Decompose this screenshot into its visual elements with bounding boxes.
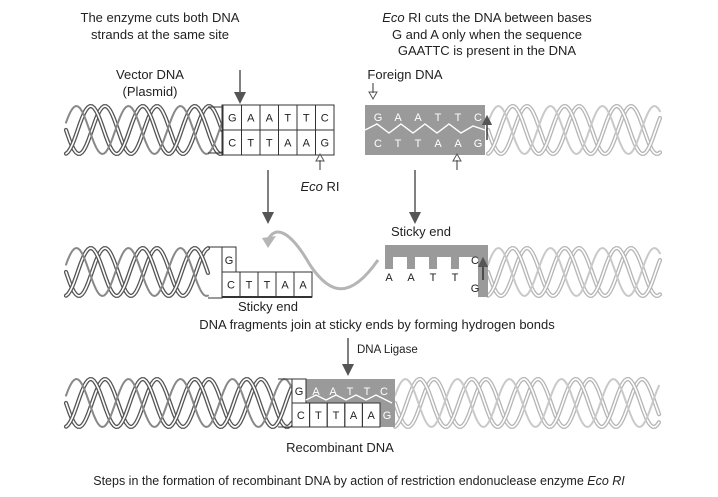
ecori-cuts-text-line2: G and A only when the sequence bbox=[392, 27, 582, 42]
foreign-dna-helix bbox=[485, 103, 663, 157]
base-letter: C bbox=[228, 138, 236, 150]
base-letter: C bbox=[321, 113, 329, 125]
join-description: DNA fragments join at sticky ends by for… bbox=[199, 317, 555, 332]
base-letter: T bbox=[364, 386, 371, 398]
base-letter: C bbox=[227, 280, 235, 292]
base-letter: T bbox=[435, 112, 442, 124]
base-letter: C bbox=[474, 112, 482, 124]
ecori-cut-arrow bbox=[315, 152, 325, 170]
ecori-cuts-text-line3: GAATTC is present in the DNA bbox=[398, 43, 577, 58]
join-curve-arrow bbox=[266, 230, 380, 291]
join-curve-arrowhead bbox=[262, 236, 276, 248]
sticky-end-left-label: Sticky end bbox=[238, 299, 298, 314]
base-letter: A bbox=[266, 113, 274, 125]
ecori-label-rest: RI bbox=[323, 179, 340, 194]
base-letter: T bbox=[430, 272, 437, 284]
base-letter: G bbox=[228, 113, 237, 125]
base-letter: A bbox=[407, 272, 415, 284]
foreign-cut-arrow-bottom bbox=[452, 152, 462, 170]
caption-enzyme: Eco RI bbox=[587, 474, 625, 488]
recombinant-vector-helix bbox=[63, 376, 295, 430]
base-letter: A bbox=[329, 386, 337, 398]
base-letter: T bbox=[455, 112, 462, 124]
base-letter: G bbox=[295, 386, 304, 398]
vector-dna-label-line2: (Plasmid) bbox=[123, 84, 178, 99]
ecori-italic: Eco bbox=[382, 10, 404, 25]
left-fragment-helix bbox=[63, 245, 211, 299]
vector-dna-helix bbox=[63, 103, 225, 157]
base-letter: C bbox=[374, 138, 382, 150]
ecori-label-italic: Eco bbox=[300, 179, 322, 194]
base-letter: T bbox=[333, 410, 340, 422]
base-letter: A bbox=[299, 280, 307, 292]
figure-caption: Steps in the formation of recombinant DN… bbox=[93, 474, 625, 488]
base-letter: A bbox=[350, 410, 358, 422]
base-letter: T bbox=[247, 138, 254, 150]
enzyme-cut-text-line1: The enzyme cuts both DNA bbox=[81, 10, 240, 25]
base-letter: A bbox=[368, 410, 376, 422]
sticky-end-right-label: Sticky end bbox=[391, 224, 451, 239]
base-letter: T bbox=[415, 138, 422, 150]
base-letter: T bbox=[303, 113, 310, 125]
base-letter: A bbox=[385, 272, 393, 284]
vector-dna-label-line1: Vector DNA bbox=[116, 67, 184, 82]
base-letter: T bbox=[315, 410, 322, 422]
ligase-label: DNA Ligase bbox=[357, 344, 418, 356]
base-letter: A bbox=[284, 138, 292, 150]
base-letter: T bbox=[395, 138, 402, 150]
base-letter: G bbox=[225, 255, 234, 267]
base-letter: T bbox=[266, 138, 273, 150]
base-letter: G bbox=[320, 138, 329, 150]
base-letter: A bbox=[454, 138, 462, 150]
base-letter: A bbox=[281, 280, 289, 292]
base-letter: T bbox=[284, 113, 291, 125]
base-letter: C bbox=[297, 410, 305, 422]
base-letter: G bbox=[474, 138, 483, 150]
base-letter: T bbox=[347, 386, 354, 398]
base-letter: A bbox=[247, 113, 255, 125]
foreign-dna-label: Foreign DNA bbox=[367, 67, 442, 82]
base-letter: C bbox=[471, 255, 479, 267]
base-letter: A bbox=[312, 386, 320, 398]
ecori-cuts-rest: RI cuts the DNA between bases bbox=[405, 10, 593, 25]
base-letter: T bbox=[452, 272, 459, 284]
recombinant-foreign-helix bbox=[392, 376, 662, 430]
ecori-label: Eco RI bbox=[300, 179, 339, 194]
base-letter: A bbox=[303, 138, 311, 150]
recombinant-dna-label: Recombinant DNA bbox=[286, 440, 394, 455]
enzyme-cut-text-line2: strands at the same site bbox=[91, 27, 229, 42]
right-fragment-helix bbox=[485, 245, 663, 299]
base-letter: T bbox=[264, 280, 271, 292]
base-letter: A bbox=[394, 112, 402, 124]
foreign-cut-arrow-top bbox=[368, 83, 378, 101]
caption-main: Steps in the formation of recombinant DN… bbox=[93, 474, 587, 488]
base-letter: A bbox=[434, 138, 442, 150]
base-letter: G bbox=[383, 410, 392, 422]
base-letter: T bbox=[246, 280, 253, 292]
base-letter: G bbox=[374, 112, 383, 124]
vector-box-left-bracket bbox=[208, 106, 222, 154]
base-letter: A bbox=[414, 112, 422, 124]
ecori-cuts-text-line1: Eco RI cuts the DNA between bases bbox=[382, 10, 592, 25]
base-letter: G bbox=[471, 283, 480, 295]
base-letter: C bbox=[380, 386, 388, 398]
